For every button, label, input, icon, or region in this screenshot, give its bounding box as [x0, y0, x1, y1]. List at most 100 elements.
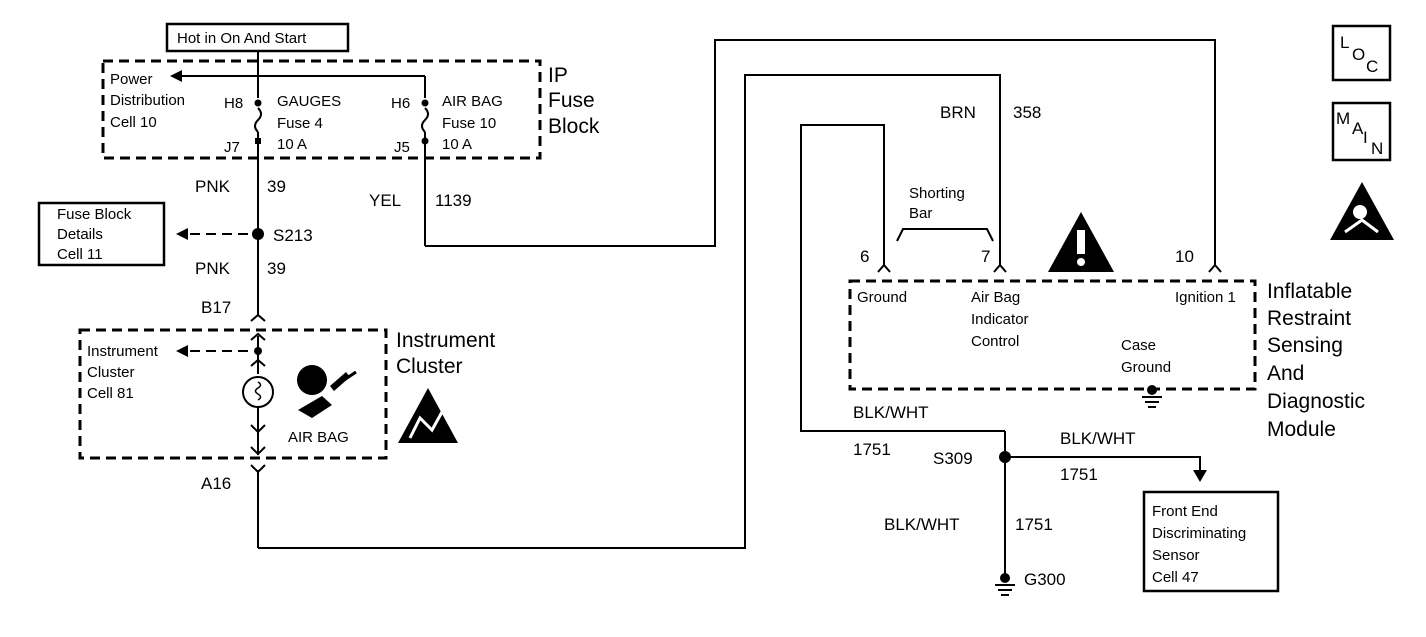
ip-fuse-block-outline	[101, 59, 542, 160]
case-ground-icon	[1142, 385, 1162, 408]
splice-s213-label: S213	[273, 226, 313, 245]
ground-g300-icon	[995, 573, 1015, 596]
svg-text:Block: Block	[548, 115, 600, 138]
svg-text:Front End: Front End	[1152, 503, 1218, 520]
svg-text:And: And	[1267, 362, 1304, 385]
svg-text:Sensing: Sensing	[1267, 334, 1343, 357]
arrow-left-icon	[170, 70, 182, 82]
svg-text:Instrument: Instrument	[87, 343, 159, 360]
svg-text:Hot in On And Start: Hot in On And Start	[177, 30, 307, 47]
pin-h8: H8	[224, 95, 243, 112]
pin-h6: H6	[391, 95, 410, 112]
connector-a16: A16	[201, 474, 231, 493]
svg-text:Control: Control	[971, 333, 1019, 350]
svg-text:Fuse 10: Fuse 10	[442, 115, 496, 132]
module-title: Inflatable Restraint Sensing And Diagnos…	[1267, 280, 1365, 441]
svg-text:Shorting: Shorting	[909, 185, 965, 202]
airbag-indicator-bulb-icon	[242, 376, 274, 408]
svg-text:Ground: Ground	[1121, 359, 1171, 376]
wire-color-pnk-lower: PNK	[195, 259, 231, 278]
svg-text:A: A	[1352, 119, 1364, 138]
svg-text:Cell 81: Cell 81	[87, 385, 134, 402]
instrument-cluster-ref: Instrument Cluster Cell 81	[87, 343, 159, 402]
wire-circuit-1139: 1139	[435, 191, 472, 210]
shorting-bar-label: Shorting Bar	[909, 185, 965, 222]
svg-text:Sensor: Sensor	[1152, 547, 1200, 564]
svg-text:N: N	[1371, 139, 1383, 158]
airbag-warning-icon: AIR BAG	[288, 365, 357, 446]
svg-text:Diagnostic: Diagnostic	[1267, 390, 1365, 413]
main-icon[interactable]: M A I N	[1331, 101, 1392, 162]
wire-color-brn: BRN	[940, 103, 976, 122]
wire-color-blkwht-bottom: BLK/WHT	[884, 515, 960, 534]
svg-text:Fuse: Fuse	[548, 89, 595, 112]
svg-text:IP: IP	[548, 64, 568, 87]
hot-in-on-start-label: Hot in On And Start	[165, 22, 350, 53]
svg-text:L: L	[1340, 33, 1349, 52]
pin-7-label: 7	[981, 247, 990, 266]
fuse-block-details-ref: Fuse Block Details Cell 11	[37, 201, 166, 267]
case-ground-label: Case Ground	[1121, 337, 1171, 376]
svg-text:Instrument: Instrument	[396, 329, 495, 352]
svg-text:Inflatable: Inflatable	[1267, 280, 1352, 303]
airbag-system-icon	[1330, 182, 1394, 240]
airbag-fuse-label: AIR BAG Fuse 10 10 A	[442, 93, 503, 153]
svg-text:Fuse Block: Fuse Block	[57, 206, 132, 223]
svg-text:Case: Case	[1121, 337, 1156, 354]
wire-circuit-1751-left: 1751	[853, 440, 891, 459]
shorting-bar-bracket	[896, 228, 994, 242]
svg-text:Discriminating: Discriminating	[1152, 525, 1246, 542]
svg-text:Cell 11: Cell 11	[57, 246, 103, 263]
esd-warning-icon	[398, 388, 458, 443]
svg-text:10 A: 10 A	[442, 136, 472, 153]
svg-text:AIR BAG: AIR BAG	[442, 93, 503, 110]
svg-text:M: M	[1336, 109, 1350, 128]
wire-color-pnk-upper: PNK	[195, 177, 231, 196]
splice-s309-label: S309	[933, 449, 973, 468]
svg-text:Bar: Bar	[909, 205, 932, 222]
svg-text:Details: Details	[57, 226, 103, 243]
wire-circuit-1751-bottom: 1751	[1015, 515, 1053, 534]
pin-6-label: 6	[860, 247, 869, 266]
wire-circuit-358: 358	[1013, 103, 1041, 122]
svg-text:Cluster: Cluster	[396, 355, 463, 378]
pin-j7: J7	[224, 139, 240, 156]
svg-text:I: I	[1363, 128, 1368, 147]
svg-text:Power: Power	[110, 71, 153, 88]
module-ground-label: Ground	[857, 289, 907, 306]
instrument-cluster-outline	[78, 328, 388, 460]
pin-j5: J5	[394, 139, 410, 156]
svg-text:Cell 47: Cell 47	[1152, 569, 1199, 586]
svg-text:Cell 10: Cell 10	[110, 114, 157, 131]
splice-s213	[252, 228, 264, 240]
power-distribution-ref: Power Distribution Cell 10	[110, 71, 185, 131]
ip-fuse-block-title: IP Fuse Block	[548, 64, 600, 138]
svg-text:Restraint: Restraint	[1267, 307, 1351, 330]
svg-text:Fuse 4: Fuse 4	[277, 115, 323, 132]
wire-circuit-39-lower: 39	[267, 259, 286, 278]
svg-text:Indicator: Indicator	[971, 311, 1029, 328]
svg-text:O: O	[1352, 45, 1365, 64]
loc-icon[interactable]: L O C	[1331, 24, 1392, 82]
svg-text:Cluster: Cluster	[87, 364, 135, 381]
svg-text:Air Bag: Air Bag	[971, 289, 1020, 306]
svg-text:10 A: 10 A	[277, 136, 307, 153]
wire-circuit-39-upper: 39	[267, 177, 286, 196]
pin-10-label: 10	[1175, 247, 1194, 266]
airbag-fuse-icon	[421, 107, 429, 133]
gauges-fuse-label: GAUGES Fuse 4 10 A	[277, 93, 341, 153]
wire-color-blkwht-right: BLK/WHT	[1060, 429, 1136, 448]
svg-text:Module: Module	[1267, 418, 1336, 441]
svg-text:GAUGES: GAUGES	[277, 93, 341, 110]
front-end-sensor-ref: Front End Discriminating Sensor Cell 47	[1142, 490, 1280, 593]
wire-color-blkwht-left: BLK/WHT	[853, 403, 929, 422]
instrument-cluster-title: Instrument Cluster	[396, 329, 495, 378]
svg-text:Distribution: Distribution	[110, 92, 185, 109]
connector-b17: B17	[201, 298, 231, 317]
svg-text:C: C	[1366, 57, 1378, 76]
wire-color-yel: YEL	[369, 191, 401, 210]
ground-g300-label: G300	[1024, 570, 1066, 589]
wire-circuit-1751-right: 1751	[1060, 465, 1098, 484]
